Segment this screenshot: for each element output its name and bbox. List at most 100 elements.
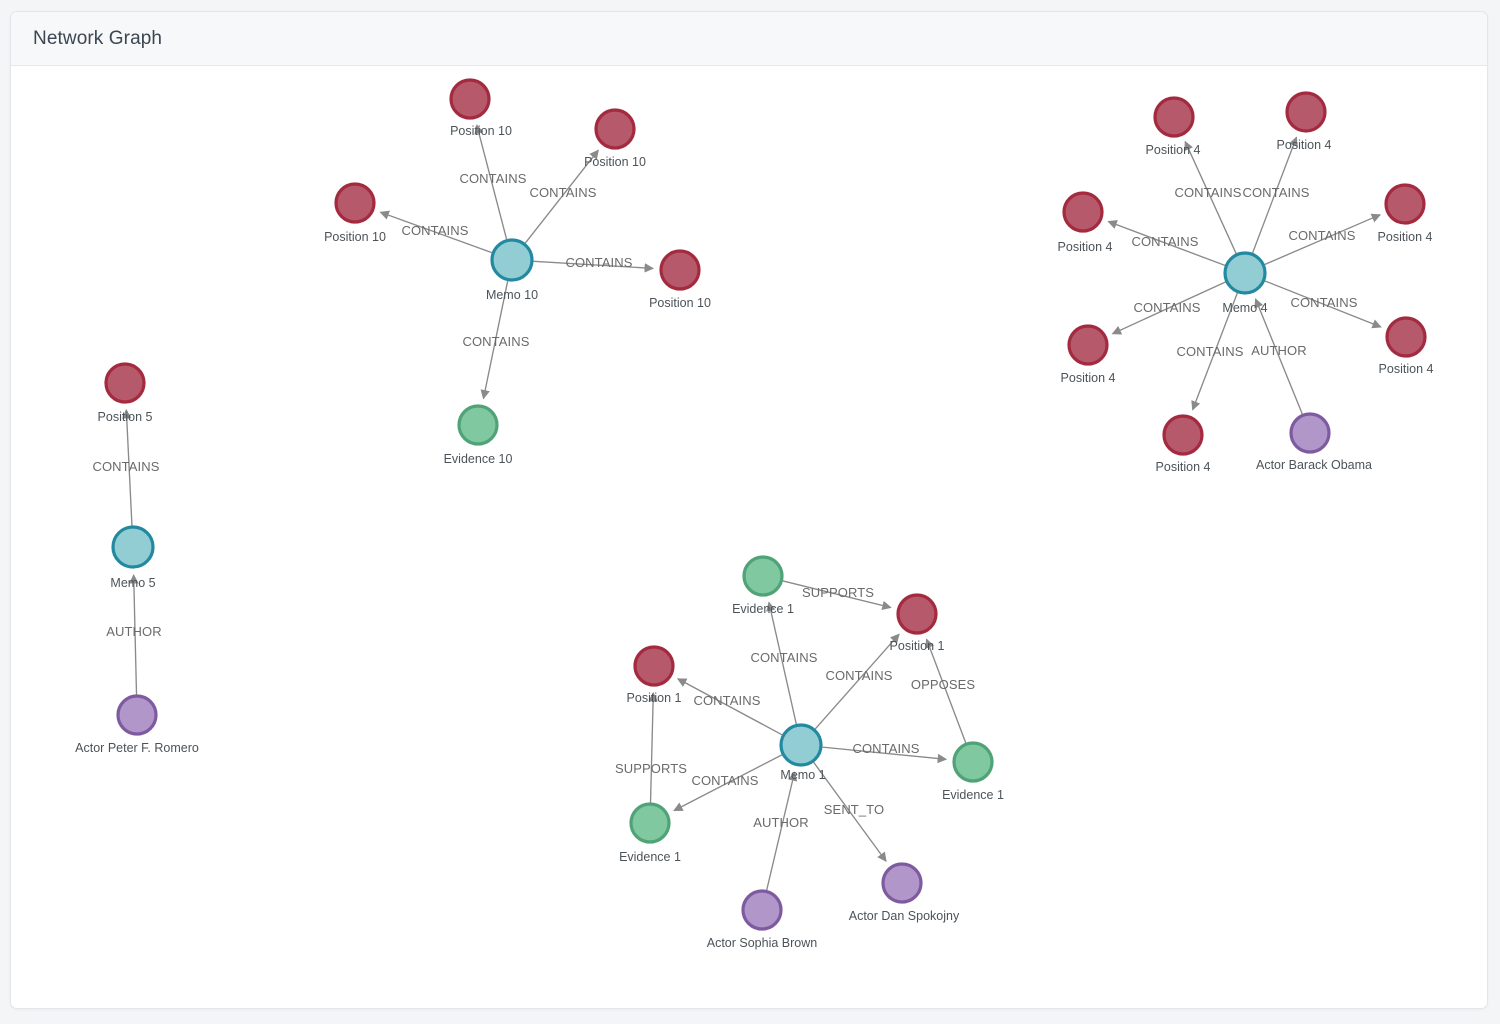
node-label: Actor Barack Obama (1256, 458, 1372, 472)
graph-edge[interactable] (1264, 280, 1382, 329)
node-label: Position 4 (1277, 138, 1332, 152)
graph-node-evidence[interactable] (952, 741, 994, 783)
graph-node-position[interactable] (1385, 316, 1427, 358)
graph-edge[interactable] (524, 149, 599, 244)
node-label: Memo 4 (1222, 301, 1267, 315)
graph-node-actor[interactable] (116, 694, 158, 736)
node-label: Memo 10 (486, 288, 538, 302)
graph-edge[interactable] (813, 761, 887, 862)
edge-label: CONTAINS (401, 223, 468, 238)
edge-label: CONTAINS (565, 255, 632, 270)
node-label: Position 10 (584, 155, 646, 169)
graph-node-position[interactable] (633, 645, 675, 687)
edge-label: SUPPORTS (615, 761, 687, 776)
graph-node-actor[interactable] (741, 889, 783, 931)
graph-node-position[interactable] (1153, 96, 1195, 138)
graph-edge[interactable] (1251, 136, 1298, 254)
edge-label: CONTAINS (1176, 344, 1243, 359)
graph-edge[interactable] (1184, 140, 1237, 254)
graph-edge[interactable] (676, 678, 783, 736)
graph-edge[interactable] (782, 580, 892, 611)
network-graph-svg[interactable]: CONTAINSAUTHORCONTAINSCONTAINSCONTAINSCO… (11, 66, 1487, 1009)
edge-label: AUTHOR (753, 815, 809, 830)
graph-node-memo[interactable] (1223, 251, 1267, 295)
node-label: Evidence 1 (732, 602, 794, 616)
edge-label: CONTAINS (825, 668, 892, 683)
graph-edge[interactable] (673, 754, 783, 812)
graph-node-memo[interactable] (490, 238, 534, 282)
graph-edge[interactable] (129, 574, 139, 695)
graph-edge[interactable] (766, 601, 797, 725)
graph-node-position[interactable] (659, 249, 701, 291)
graph-node-position[interactable] (594, 108, 636, 150)
node-label: Position 4 (1379, 362, 1434, 376)
graph-node-actor[interactable] (1289, 412, 1331, 454)
edge-label: CONTAINS (462, 334, 529, 349)
graph-edge[interactable] (1111, 281, 1226, 335)
graph-edge[interactable] (533, 260, 654, 273)
graph-node-position[interactable] (449, 78, 491, 120)
node-label: Actor Peter F. Romero (75, 741, 199, 755)
graph-node-position[interactable] (1285, 91, 1327, 133)
graph-edge[interactable] (379, 210, 493, 254)
edge-label: CONTAINS (691, 773, 758, 788)
edge-label: CONTAINS (693, 693, 760, 708)
graph-edge[interactable] (822, 746, 948, 764)
graph-node-position[interactable] (896, 593, 938, 635)
node-label: Memo 1 (780, 768, 825, 782)
graph-node-memo[interactable] (779, 723, 823, 767)
nodes-layer (104, 78, 1427, 931)
edges-layer (122, 124, 1382, 891)
edge-label: CONTAINS (852, 741, 919, 756)
graph-edge[interactable] (474, 124, 508, 240)
graph-edge[interactable] (1264, 213, 1382, 266)
edge-label: CONTAINS (529, 185, 596, 200)
node-label: Position 10 (649, 296, 711, 310)
edge-label: CONTAINS (459, 171, 526, 186)
node-label: Evidence 1 (619, 850, 681, 864)
graph-node-evidence[interactable] (457, 404, 499, 446)
node-label: Position 10 (324, 230, 386, 244)
graph-node-position[interactable] (1162, 414, 1204, 456)
edge-label: AUTHOR (1251, 343, 1307, 358)
edge-label: CONTAINS (1133, 300, 1200, 315)
node-label: Evidence 10 (444, 452, 513, 466)
graph-edge[interactable] (814, 633, 900, 730)
node-label: Position 5 (98, 410, 153, 424)
graph-edge[interactable] (1254, 298, 1303, 415)
edge-label: CONTAINS (92, 459, 159, 474)
node-label: Position 1 (627, 691, 682, 705)
node-label: Position 4 (1061, 371, 1116, 385)
graph-edge[interactable] (648, 692, 658, 803)
edge-label: SENT_TO (824, 802, 884, 817)
graph-edge[interactable] (766, 771, 798, 891)
graph-edge[interactable] (925, 638, 967, 744)
node-label: Position 10 (450, 124, 512, 138)
edge-labels-layer: CONTAINSAUTHORCONTAINSCONTAINSCONTAINSCO… (92, 171, 1357, 830)
graph-edge[interactable] (122, 409, 133, 526)
graph-node-position[interactable] (1062, 191, 1104, 233)
edge-label: CONTAINS (1288, 228, 1355, 243)
graph-node-position[interactable] (1384, 183, 1426, 225)
edge-label: CONTAINS (1290, 295, 1357, 310)
graph-edge[interactable] (480, 280, 509, 400)
graph-edge[interactable] (1107, 220, 1226, 267)
graph-edge[interactable] (1191, 292, 1238, 411)
edge-label: CONTAINS (1174, 185, 1241, 200)
graph-node-actor[interactable] (881, 862, 923, 904)
node-label: Position 4 (1146, 143, 1201, 157)
graph-node-evidence[interactable] (742, 555, 784, 597)
graph-node-position[interactable] (334, 182, 376, 224)
edge-label: CONTAINS (1242, 185, 1309, 200)
node-label: Memo 5 (110, 576, 155, 590)
edge-label: CONTAINS (750, 650, 817, 665)
graph-node-evidence[interactable] (629, 802, 671, 844)
graph-node-memo[interactable] (111, 525, 155, 569)
graph-node-position[interactable] (104, 362, 146, 404)
graph-node-position[interactable] (1067, 324, 1109, 366)
node-label: Position 4 (1156, 460, 1211, 474)
